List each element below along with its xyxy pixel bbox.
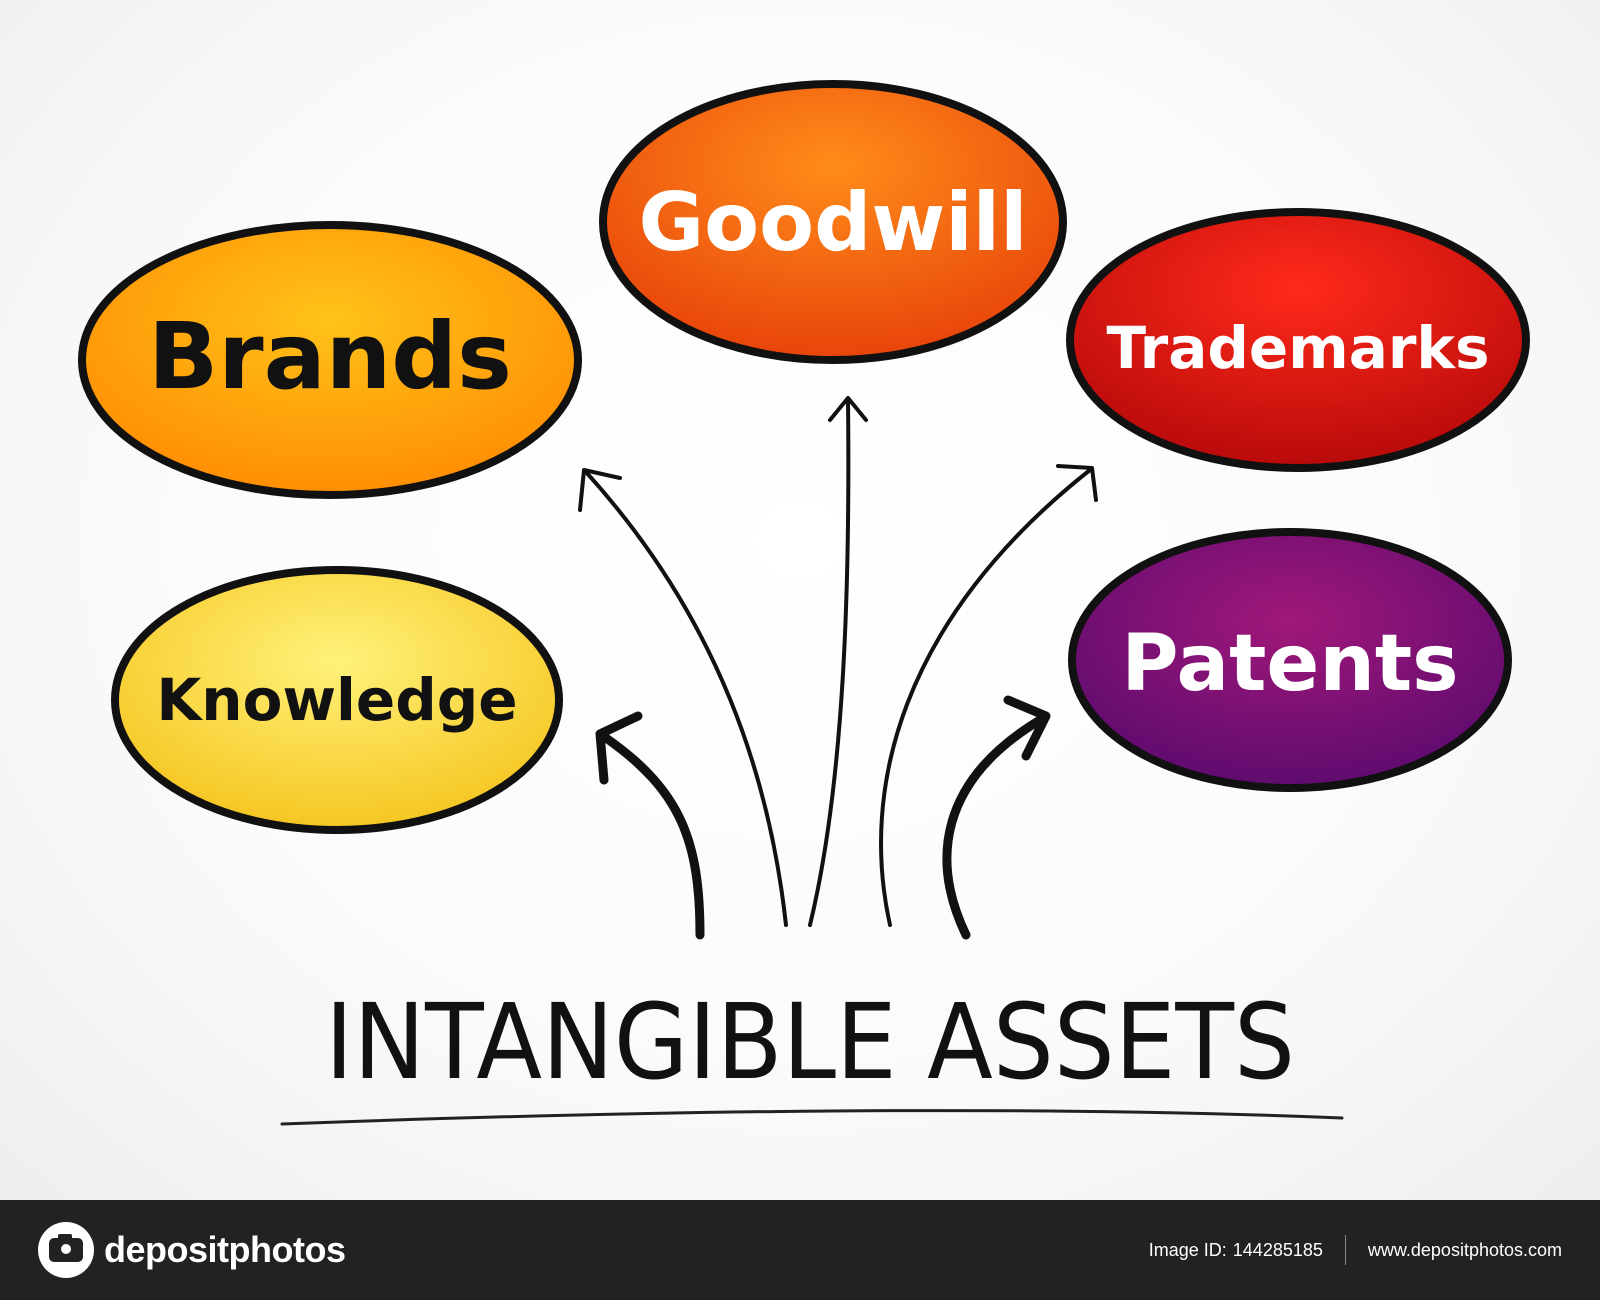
arrow-to-goodwill-head: [828, 396, 868, 422]
arrow-to-goodwill: [808, 398, 851, 927]
diagram-title: INTANGIBLE ASSETS: [325, 981, 1295, 1103]
arrow-to-patents-head: [1003, 695, 1051, 761]
camera-icon: [38, 1222, 94, 1278]
arrow-to-trademarks: [879, 468, 1092, 927]
footer-bar: depositphotos Image ID: 144285185 www.de…: [0, 1200, 1600, 1300]
node-brands: Brands: [78, 221, 582, 499]
node-trademarks: Trademarks: [1066, 208, 1530, 472]
title-underline: [280, 1109, 1344, 1126]
diagram-canvas: Brands Goodwill Trademarks Knowledge Pat…: [0, 0, 1600, 1200]
arrow-to-knowledge: [601, 733, 705, 940]
node-patents-shape: [1068, 528, 1512, 792]
arrow-to-trademarks-head: [1056, 464, 1098, 502]
arrow-to-knowledge-head: [595, 711, 643, 785]
arrow-to-brands: [584, 470, 788, 927]
footer-divider: [1344, 1235, 1346, 1265]
node-trademarks-shape: [1066, 208, 1530, 472]
node-brands-shape: [78, 221, 582, 499]
node-knowledge-label: Knowledge: [156, 666, 517, 734]
arrow-to-brands-head: [578, 468, 622, 512]
image-id-label: Image ID:: [1148, 1239, 1227, 1260]
image-id-value: 144285185: [1232, 1239, 1323, 1260]
arrows: [578, 396, 1098, 940]
node-goodwill-label: Goodwill: [638, 176, 1027, 269]
node-goodwill: Goodwill: [599, 80, 1067, 364]
node-knowledge-shape: [111, 566, 563, 834]
node-knowledge: Knowledge: [111, 566, 563, 834]
node-patents-label: Patents: [1121, 619, 1458, 709]
website-link[interactable]: www.depositphotos.com: [1367, 1239, 1562, 1260]
node-trademarks-label: Trademarks: [1106, 314, 1489, 382]
node-brands-label: Brands: [148, 303, 512, 410]
depositphotos-logo[interactable]: depositphotos: [38, 1222, 346, 1278]
mind-map: Brands Goodwill Trademarks Knowledge Pat…: [78, 80, 1530, 1126]
arrow-to-patents: [942, 715, 1045, 940]
node-patents: Patents: [1068, 528, 1512, 792]
node-goodwill-shape: [599, 80, 1067, 364]
footer-meta: Image ID: 144285185 www.depositphotos.co…: [1149, 1200, 1562, 1300]
logo-text: depositphotos: [104, 1229, 346, 1270]
